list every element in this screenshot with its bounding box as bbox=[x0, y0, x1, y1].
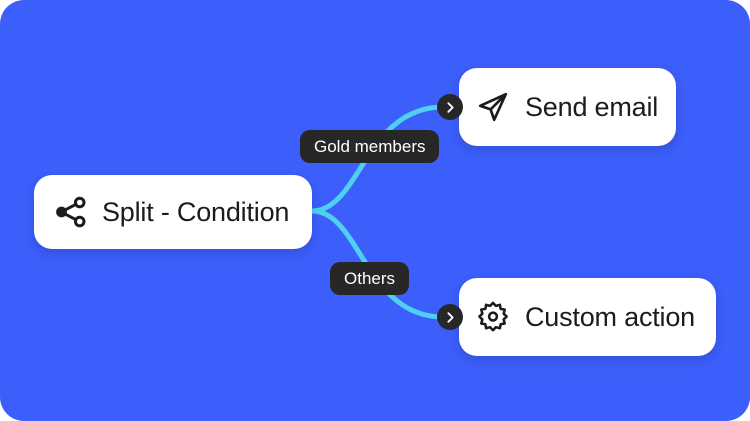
node-label-send-email: Send email bbox=[525, 91, 659, 122]
node-split-condition[interactable]: Split - Condition bbox=[34, 175, 312, 249]
node-send-email[interactable]: Send email bbox=[459, 68, 676, 146]
paper-plane-icon bbox=[475, 89, 511, 125]
edge-port-custom-action[interactable] bbox=[437, 304, 463, 330]
share-split-icon bbox=[52, 193, 90, 231]
node-label-split-condition: Split - Condition bbox=[102, 196, 290, 227]
chevron-right-icon bbox=[446, 101, 454, 113]
edge-label-gold-members[interactable]: Gold members bbox=[300, 130, 440, 163]
edge-port-send-email[interactable] bbox=[437, 94, 463, 120]
node-label-custom-action: Custom action bbox=[525, 301, 695, 332]
chevron-right-icon bbox=[446, 311, 454, 323]
gear-icon bbox=[475, 299, 511, 335]
edge-label-others[interactable]: Others bbox=[330, 262, 410, 295]
node-custom-action[interactable]: Custom action bbox=[459, 278, 716, 356]
